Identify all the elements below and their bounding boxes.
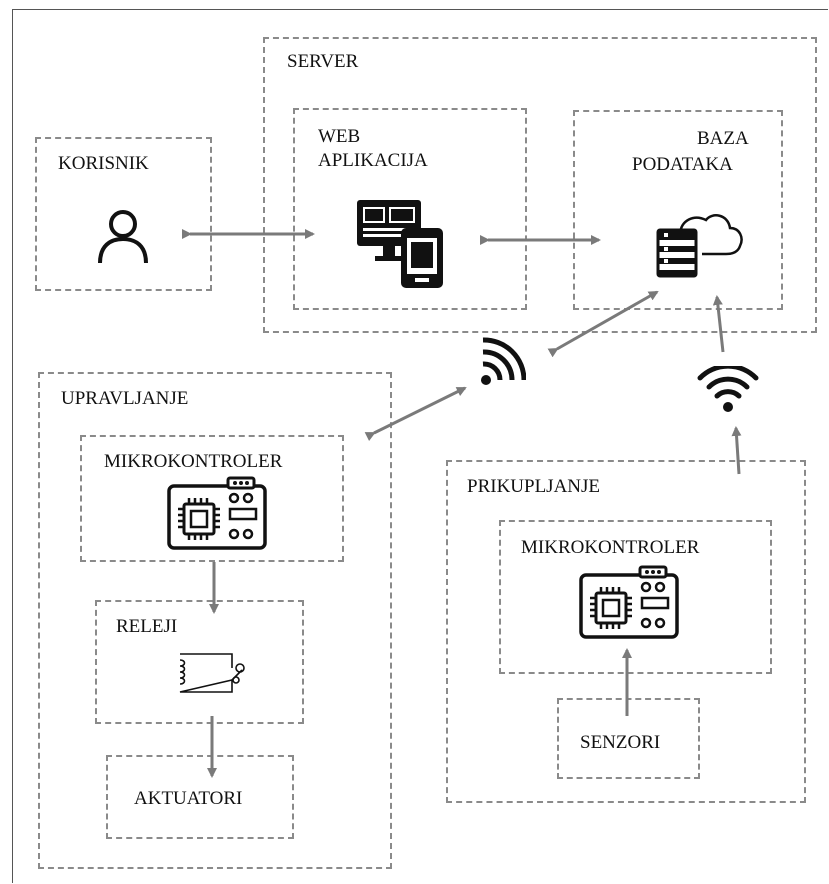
prikupljanje-mcu-box [499, 520, 772, 674]
microcontroller-icon [167, 476, 267, 550]
prikupljanje-mcu-title: MIKROKONTROLER [521, 537, 700, 558]
microcontroller-icon [579, 565, 679, 639]
web-app-title-line1: WEB [318, 126, 361, 147]
diagram-frame [12, 9, 828, 883]
user-icon [98, 210, 148, 264]
web-devices-icon [357, 200, 443, 288]
server-group [263, 37, 817, 333]
web-app-box [293, 108, 527, 310]
korisnik-box [35, 137, 212, 291]
upravljanje-title: UPRAVLJANJE [61, 388, 189, 409]
prikupljanje-title: PRIKUPLJANJE [467, 476, 601, 497]
releji-title: RELEJI [116, 616, 178, 637]
prikupljanje-group [446, 460, 806, 803]
arrow-signal-upravljanje [364, 386, 467, 442]
arrow-signal-database [547, 290, 659, 358]
korisnik-title: KORISNIK [58, 153, 149, 174]
wifi-signal-icon [481, 337, 526, 385]
relay-icon [179, 653, 245, 693]
releji-box [95, 600, 304, 724]
aktuatori-title: AKTUATORI [134, 788, 243, 809]
server-title: SERVER [287, 51, 359, 72]
upravljanje-mcu-title: MIKROKONTROLER [104, 451, 283, 472]
upravljanje-mcu-box [80, 435, 344, 562]
senzori-title: SENZORI [580, 732, 661, 753]
database-title-line1: BAZA [697, 128, 749, 149]
database-title-line2: PODATAKA [632, 154, 733, 175]
database-cloud-icon [656, 214, 743, 278]
wifi-icon [697, 366, 759, 412]
database-box [573, 110, 783, 310]
arrow-prikupljanje-wifi [731, 426, 742, 475]
upravljanje-group [38, 372, 392, 869]
web-app-title-line2: APLIKACIJA [318, 150, 428, 171]
aktuatori-box [106, 755, 294, 839]
arrow-wifi-database [712, 295, 725, 353]
